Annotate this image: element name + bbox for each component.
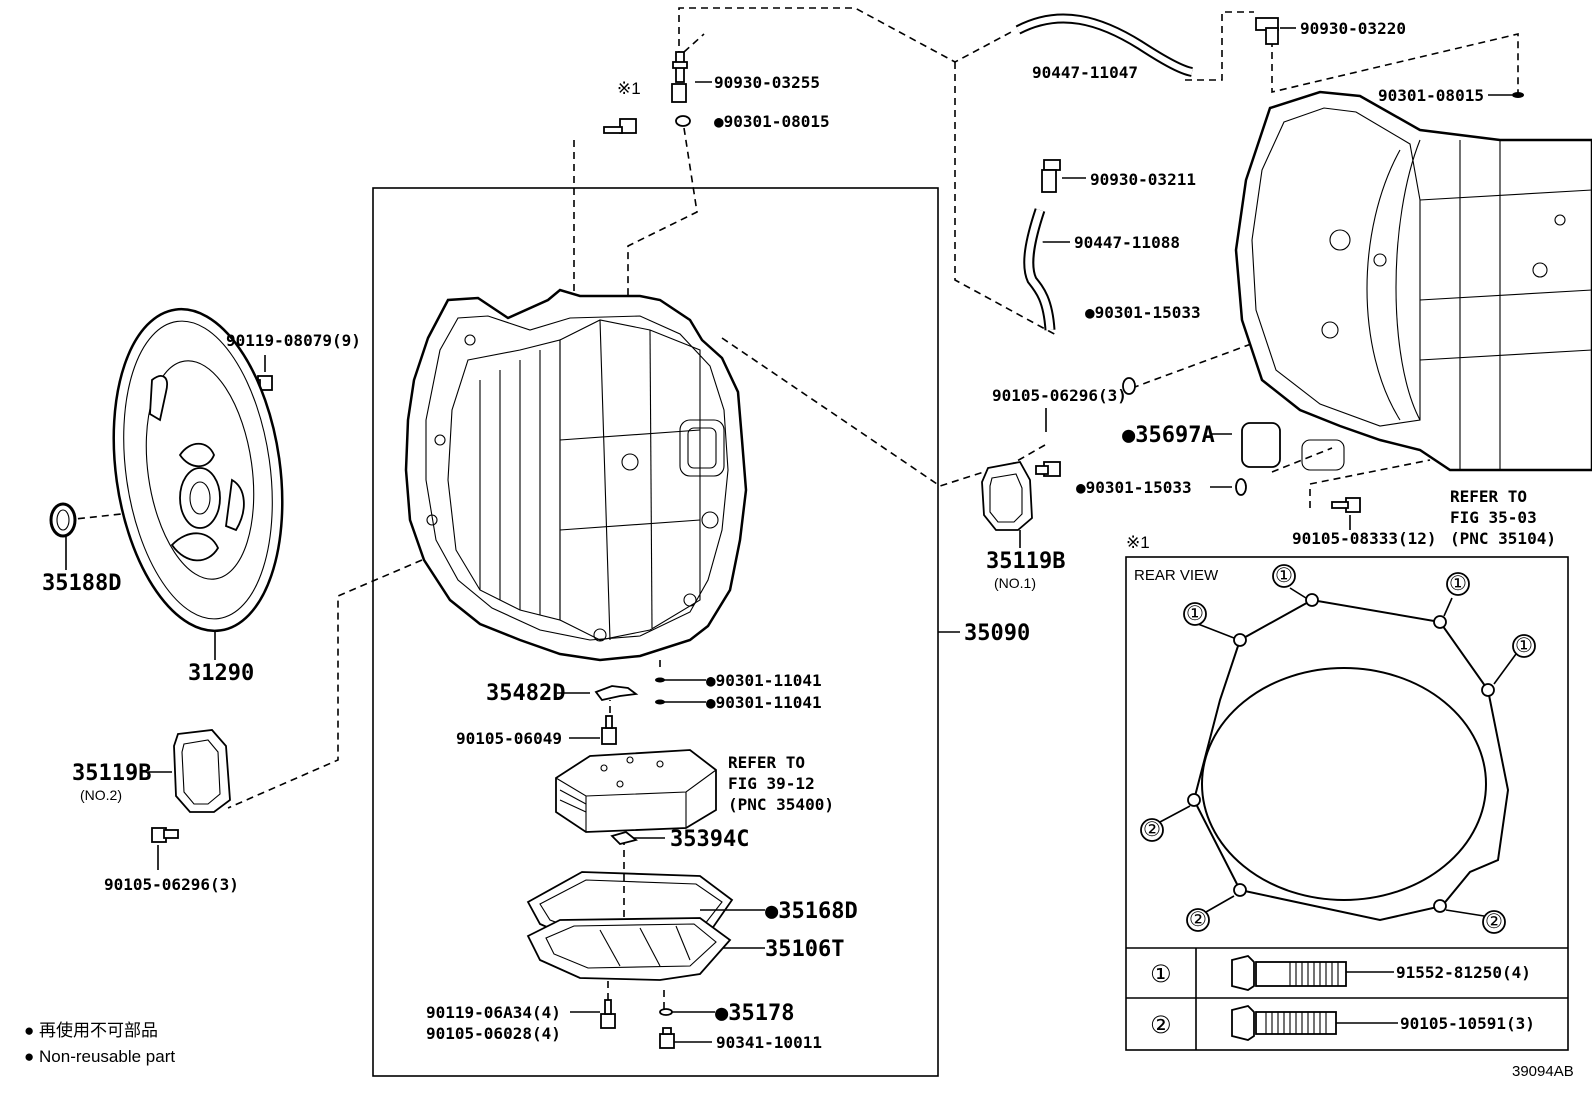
clip-35482D [594,685,639,702]
label-refer-39-12-line1: REFER TO [728,753,805,772]
label-35482D: 35482D [486,681,565,706]
label-refer-35-03-line2: FIG 35-03 [1450,508,1537,527]
svg-text:②: ② [1485,911,1503,933]
rear-view-inset [1125,556,1569,1051]
label-90447-11047: 90447-11047 [1032,63,1138,82]
table-row1-marker: ① [1150,961,1172,988]
o-ring-90301-08015 [675,115,691,127]
transmission-right [1234,90,1592,472]
label-refer-35-03-line3: (PNC 35104) [1450,529,1556,548]
bolt-91552-81250 [1231,955,1394,991]
label-90301-11041-a: ●90301-11041 [706,671,822,690]
o-ring-90301-08015-right [1512,92,1524,98]
transmission-housing-35090 [404,288,748,662]
svg-text:②: ② [1143,819,1161,841]
gasket-35697A [1241,422,1281,468]
svg-text:①: ① [1275,565,1293,587]
label-refer-35-03-line1: REFER TO [1450,487,1527,506]
diagram-id: 39094AB [1512,1063,1574,1080]
torque-converter-disc-31290 [112,307,284,633]
bolt-90105-06296-right [1035,461,1061,477]
label-35106T: 35106T [765,937,844,962]
label-35119B-no1: 35119B [986,549,1065,574]
legend-line-en: ● Non-reusable part [24,1047,175,1066]
label-90301-15033-b: ●90301-15033 [1076,478,1192,497]
note-mark-top: ※1 [617,79,641,98]
bolt-90105-06296-left [151,827,179,843]
note-mark-rear: ※1 [1126,533,1150,552]
oil-seal-35188D [49,502,77,538]
o-ring-90301-11041-b [655,699,665,705]
label-35394C: 35394C [670,827,749,852]
legend-line-jp: ● 再使用不可部品 [24,1020,158,1040]
label-90105-06296-right: 90105-06296(3) [992,386,1127,405]
label-90301-11041-b: ●90301-11041 [706,693,822,712]
bolt-90119-06A34 [600,999,616,1029]
label-90105-06049: 90105-06049 [456,729,562,748]
label-31290: 31290 [188,661,254,686]
o-ring-90301-11041-a [655,677,665,683]
label-90930-03220: 90930-03220 [1300,19,1406,38]
o-ring-90301-15033-a [1122,377,1136,395]
rear-view-title: REAR VIEW [1134,567,1219,584]
label-35188D: 35188D [42,571,121,596]
label-refer-39-12-line2: FIG 39-12 [728,774,815,793]
label-35119B-no2-sub: (NO.2) [80,787,122,803]
label-90105-06028: 90105-06028(4) [426,1024,561,1043]
bolt-90105-08333 [1331,497,1361,513]
label-90301-08015-top: ●90301-08015 [714,112,830,131]
fitting-90930-03220 [1255,17,1279,45]
oil-pan-35106T [526,917,732,981]
label-90447-11088: 90447-11088 [1074,233,1180,252]
dashed-leaders [65,7,1519,1010]
label-90930-03255: 90930-03255 [714,73,820,92]
label-90119-06A34: 90119-06A34(4) [426,1003,561,1022]
label-refer-39-12-line3: (PNC 35400) [728,795,834,814]
label-35697A: ●35697A [1122,423,1215,448]
label-35168D: ●35168D [765,899,858,924]
svg-text:①: ① [1186,603,1204,625]
label-90341-10011: 90341-10011 [716,1033,822,1052]
label-90119-08079: 90119-08079(9) [226,331,361,350]
gasket-35119B-no2 [173,729,231,813]
gasket-35178 [659,1008,673,1016]
label-35090: 35090 [964,621,1030,646]
bolt-90105-10591 [1231,1005,1398,1041]
rear-markers: ① ① ① ① ② ② ② [1143,565,1533,933]
label-90105-10591: 90105-10591(3) [1400,1014,1535,1033]
fitting-90930-03255 [671,33,705,103]
label-90105-06296-left: 90105-06296(3) [104,875,239,894]
svg-text:②: ② [1189,909,1207,931]
label-90301-15033-a: ●90301-15033 [1085,303,1201,322]
label-35119B-no2: 35119B [72,761,151,786]
label-91552-81250: 91552-81250(4) [1396,963,1531,982]
label-90930-03211: 90930-03211 [1090,170,1196,189]
bolt-note-1 [603,118,637,134]
valve-body [555,749,717,833]
label-90301-08015-right: 90301-08015 [1378,86,1484,105]
fitting-90930-03211 [1041,159,1061,193]
label-35178: ●35178 [715,1001,794,1026]
label-35119B-no1-sub: (NO.1) [994,575,1036,591]
plate-35394C [610,831,638,845]
label-90105-08333: 90105-08333(12) [1292,529,1437,548]
gasket-35119B-no1 [981,460,1033,531]
drain-plug-90341-10011 [659,1027,675,1049]
o-ring-90301-15033-b [1235,478,1247,496]
bolt-90105-06049 [601,715,617,745]
table-row2-marker: ② [1150,1012,1172,1039]
svg-text:①: ① [1449,573,1467,595]
svg-text:①: ① [1515,635,1533,657]
